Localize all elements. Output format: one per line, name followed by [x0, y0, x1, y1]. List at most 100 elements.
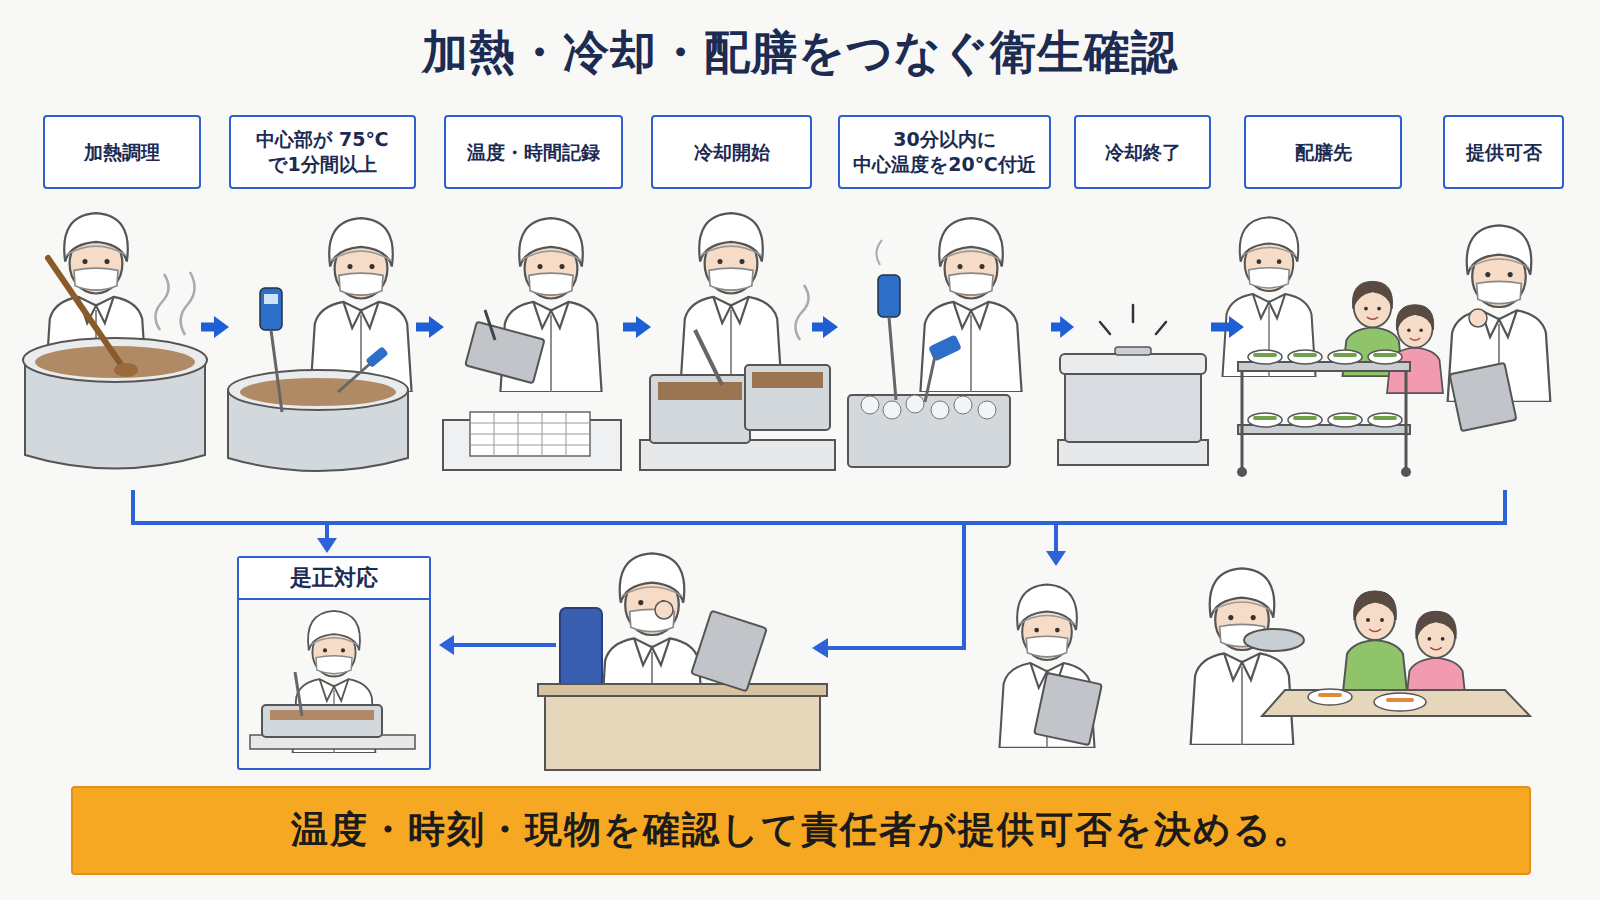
node-text: 加熱調理 [84, 140, 160, 165]
process-step: 温度・時間記録 [444, 115, 623, 470]
ice [883, 401, 901, 419]
probe [271, 330, 282, 412]
container-lid [1060, 354, 1206, 374]
pan [262, 705, 382, 737]
node-text: 冷却終了 [1105, 140, 1181, 165]
label-box: 提供可否 [1443, 115, 1564, 189]
steam [876, 240, 882, 265]
record-sheet [470, 412, 590, 456]
clipboard [465, 322, 544, 384]
food [1255, 355, 1395, 418]
ice [861, 396, 879, 414]
arrow-head [317, 538, 337, 553]
scene-serving [1222, 217, 1443, 477]
process-step: 提供可否 [1443, 115, 1564, 470]
counter [640, 440, 835, 470]
scene-cooling-end [1058, 305, 1208, 465]
shelf [1058, 440, 1208, 465]
node-text: 30分以内に 中心温度を20℃付近 [846, 127, 1043, 176]
arrow-head [812, 638, 828, 658]
scene-serve-children [1191, 568, 1530, 744]
probe-grip [365, 346, 388, 368]
ice [931, 401, 949, 419]
lid-handle [1115, 347, 1151, 355]
diagram-title: 加熱・冷却・配膳をつなぐ衛生確認 [0, 22, 1600, 84]
process-step: 冷却終了 [1074, 115, 1211, 470]
branch-line [452, 643, 556, 647]
scene-cooling-start [640, 213, 835, 470]
clipboard [1034, 673, 1102, 745]
worker [920, 218, 1021, 392]
steam [795, 285, 808, 340]
process-step: 冷却開始 [651, 115, 812, 470]
thermometer [878, 275, 900, 317]
label-box: 加熱調理 [43, 115, 201, 189]
process-step: 加熱調理 [43, 115, 201, 470]
flow-arrow [812, 316, 838, 338]
node-text: 配膳先 [1295, 140, 1352, 165]
thermometer [260, 288, 282, 330]
cart-legs [1242, 371, 1406, 470]
probe [889, 317, 896, 400]
flow-arrow [1211, 316, 1244, 338]
tray [745, 365, 830, 430]
ice [954, 396, 972, 414]
tray [650, 375, 750, 443]
worker [310, 218, 411, 392]
sparkle [1100, 305, 1166, 334]
probe [338, 362, 372, 392]
clipboard [1450, 363, 1517, 431]
label-box: 配膳先 [1244, 115, 1402, 189]
process-step: 中心部が 75℃で1分間以上 [229, 115, 416, 470]
flow-arrow [201, 316, 229, 338]
pen [485, 310, 495, 340]
scene-check [999, 585, 1101, 748]
bracket [133, 490, 1505, 523]
food [1320, 695, 1412, 700]
wheel [1401, 467, 1411, 477]
spoon-head [114, 363, 138, 377]
wheel [1237, 467, 1247, 477]
scene-manager [538, 553, 827, 770]
spoon [295, 672, 302, 716]
process-step: 配膳先 [1244, 115, 1402, 470]
node-text: 冷却開始 [694, 140, 770, 165]
label-box: 冷却開始 [651, 115, 812, 189]
tray-food [752, 372, 823, 388]
worker [680, 213, 781, 387]
ice [906, 395, 924, 413]
node-text: 温度・時間記録 [467, 140, 600, 165]
arrow-head [1046, 551, 1066, 566]
probe [925, 356, 935, 402]
pan-food [270, 710, 374, 720]
node-text: 是正対応 [290, 564, 378, 593]
thermometer-screen [264, 294, 278, 304]
node-text: 温度・時刻・現物を確認して責任者が提供可否を決める。 [291, 806, 1312, 854]
arrow-head [439, 635, 454, 655]
branch-line [1054, 523, 1058, 553]
desk-top [538, 684, 827, 696]
steam [155, 272, 194, 335]
label-box: 中心部が 75℃で1分間以上 [229, 115, 416, 189]
sheet-grid [470, 412, 590, 456]
bowl [1244, 629, 1304, 651]
hand [655, 601, 673, 619]
desk [545, 690, 820, 770]
action-box: 是正対応 [237, 556, 431, 770]
label-box: 30分以内に 中心温度を20℃付近 [838, 115, 1051, 189]
branch-line [325, 523, 329, 540]
scene-cooking [23, 213, 207, 468]
scene-corrective [250, 611, 415, 753]
panel-heading: 是正対応 [239, 558, 429, 600]
flow-arrow [623, 316, 651, 338]
child [1387, 305, 1443, 393]
tray-food [658, 382, 742, 400]
child [1343, 591, 1407, 692]
container [1065, 368, 1201, 442]
scene-record [443, 218, 621, 470]
node-text: 提供可否 [1466, 140, 1542, 165]
worker [1191, 568, 1294, 744]
ice [978, 401, 996, 419]
label-box: 温度・時間記録 [444, 115, 623, 189]
